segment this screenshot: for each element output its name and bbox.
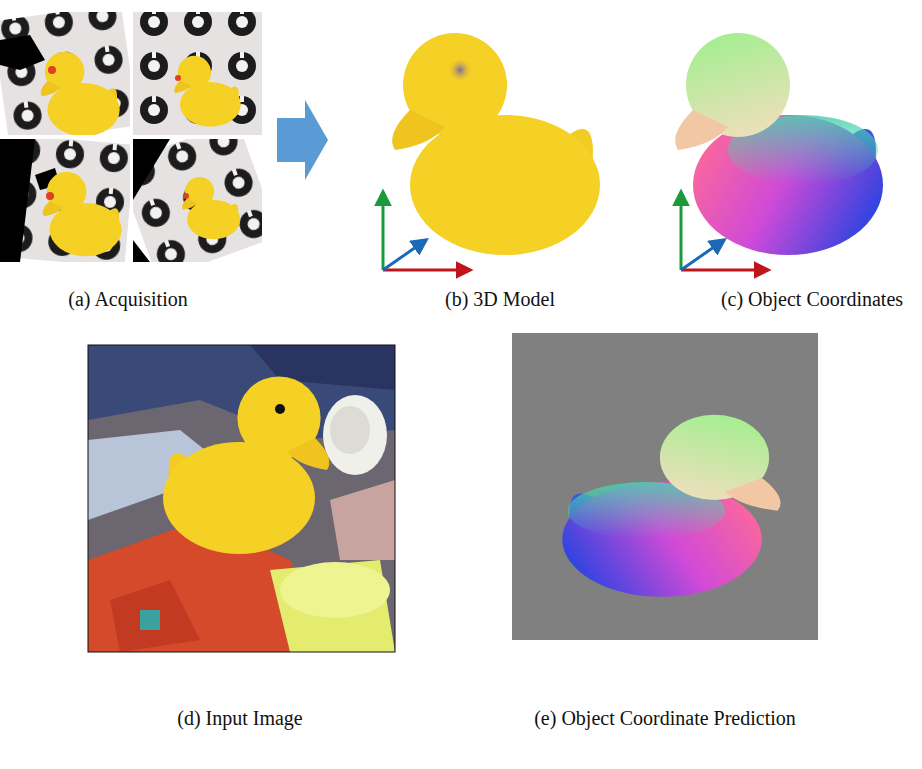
prediction-background (512, 333, 818, 640)
acquisition-montage (0, 4, 279, 281)
coordinate-axes (681, 192, 768, 270)
acquisition-tile (0, 139, 130, 262)
coordinate-axes (383, 192, 470, 270)
block-arrow (277, 100, 328, 180)
duck-coordinate-prediction (562, 415, 780, 597)
acquisition-tile (133, 139, 262, 262)
panel-caption: (c) Object Coordinates (721, 287, 903, 311)
duck (43, 172, 122, 256)
panel-caption: (d) Input Image (177, 706, 303, 730)
duck (41, 52, 120, 135)
acquisition-tile (0, 12, 130, 135)
duck-coordinate-model (675, 33, 883, 255)
duck (182, 177, 240, 239)
panel-caption: (a) Acquisition (68, 287, 187, 311)
input-photo (88, 345, 395, 652)
panel-caption: (e) Object Coordinate Prediction (534, 706, 796, 730)
acquisition-tile (133, 12, 262, 135)
photo-frame (88, 345, 395, 652)
panel-caption: (b) 3D Model (445, 287, 555, 311)
duck (174, 56, 241, 127)
duck-3d-model (392, 33, 600, 255)
